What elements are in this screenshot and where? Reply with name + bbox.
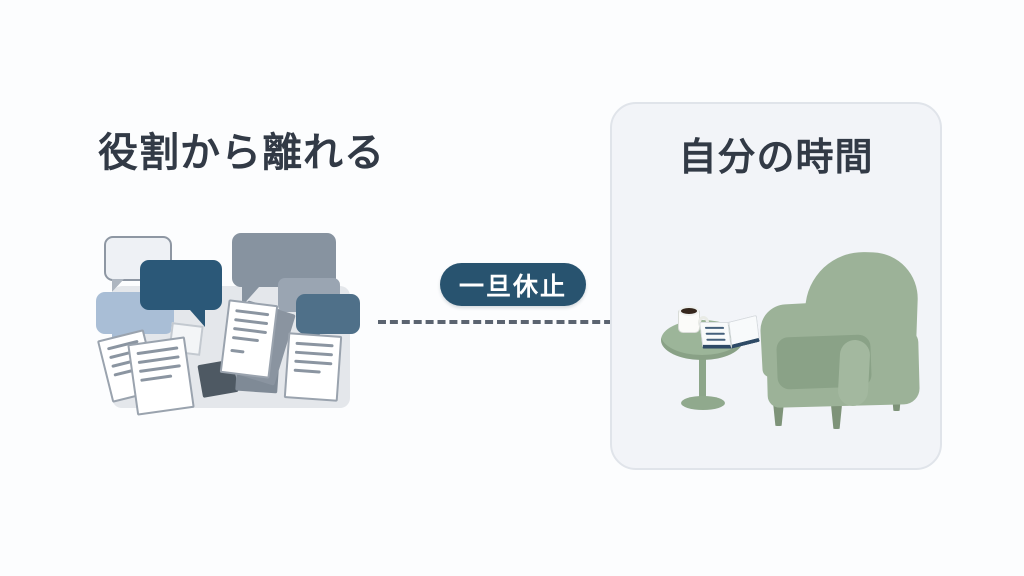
armchair-leg: [773, 402, 784, 426]
armchair-icon: [757, 250, 922, 434]
open-book-icon: [699, 314, 761, 356]
personal-time-panel: 自分の時間: [610, 102, 942, 470]
side-table-icon: [657, 302, 767, 417]
right-panel-title: 自分の時間: [678, 137, 874, 179]
cluttered-roles-illustration: [90, 228, 370, 418]
table-base: [681, 396, 725, 410]
armchair-front-arm: [837, 339, 871, 407]
coffee-cup-icon: [678, 306, 709, 334]
pause-badge-label: 一旦休止: [458, 272, 567, 301]
document-icon: [127, 336, 195, 416]
pause-badge: 一旦休止: [440, 263, 586, 306]
book-right-page: [728, 314, 761, 349]
dashed-arrow-line: [378, 320, 624, 324]
left-section-title: 役割から離れる: [98, 131, 385, 175]
document-icon: [283, 332, 343, 402]
speech-bubble-icon: [296, 294, 360, 347]
document-icon: [219, 299, 279, 379]
speech-bubble-icon: [140, 260, 222, 327]
coffee-surface: [679, 306, 699, 316]
book-left-page: [699, 321, 732, 349]
armchair-leg: [831, 405, 842, 429]
table-stem: [699, 356, 706, 402]
